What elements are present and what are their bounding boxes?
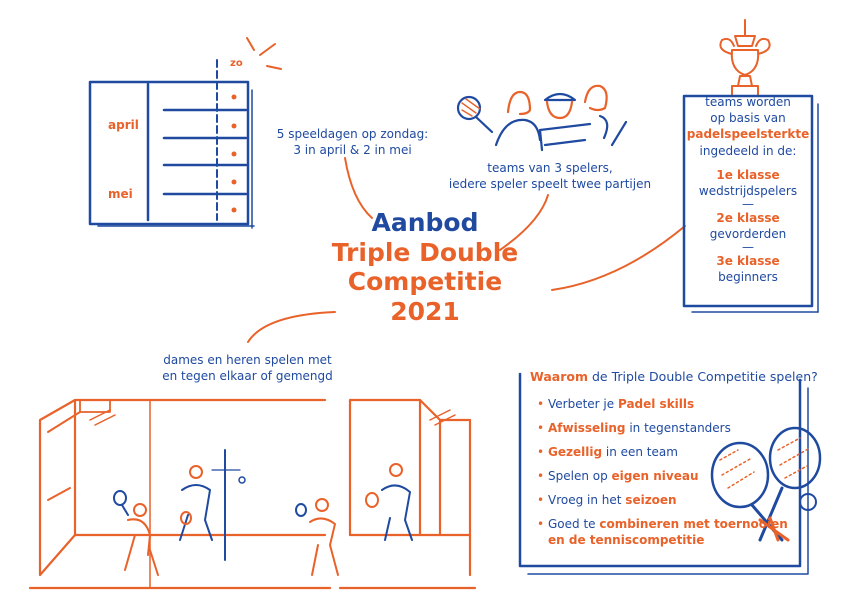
teams-box: teams worden op basis van padelspeelster… — [684, 94, 812, 285]
page-title: Aanbod Triple Double Competitie 2021 — [300, 208, 550, 326]
court-illustration — [28, 398, 477, 590]
class-2-label: 2e klasse — [716, 210, 780, 225]
list-item: Spelen op eigen niveau — [537, 468, 788, 492]
title-aanbod: Aanbod — [371, 208, 479, 237]
class-1-label: 1e klasse — [716, 167, 780, 182]
calendar-illustration — [88, 37, 282, 229]
calendar-day-label: zo — [230, 58, 243, 69]
why-list: Verbeter je Padel skills Afwisseling in … — [537, 396, 788, 550]
trophy-illustration — [719, 19, 771, 97]
class-3-label: 3e klasse — [716, 254, 780, 269]
players-illustration — [456, 84, 628, 152]
title-competitie: Competitie — [347, 267, 503, 296]
list-item: Afwisseling in tegenstanders — [537, 420, 788, 444]
list-item: Verbeter je Padel skills — [537, 396, 788, 420]
title-year: 2021 — [390, 296, 460, 326]
calendar-month-mei: mei — [108, 187, 133, 201]
mixed-caption: dames en heren spelen met en tegen elkaa… — [162, 353, 333, 384]
list-item: Vroeg in het seizoen — [537, 492, 788, 516]
list-item: Gezellig in een team — [537, 444, 788, 468]
calendar-month-april: april — [108, 118, 139, 132]
teams-caption: teams van 3 spelers, iedere speler speel… — [448, 161, 652, 192]
speeldagen-caption: 5 speeldagen op zondag: 3 in april & 2 i… — [276, 127, 429, 158]
why-title: Waarom de Triple Double Competitie spele… — [530, 369, 818, 384]
title-triple-double: Triple Double — [331, 237, 519, 267]
